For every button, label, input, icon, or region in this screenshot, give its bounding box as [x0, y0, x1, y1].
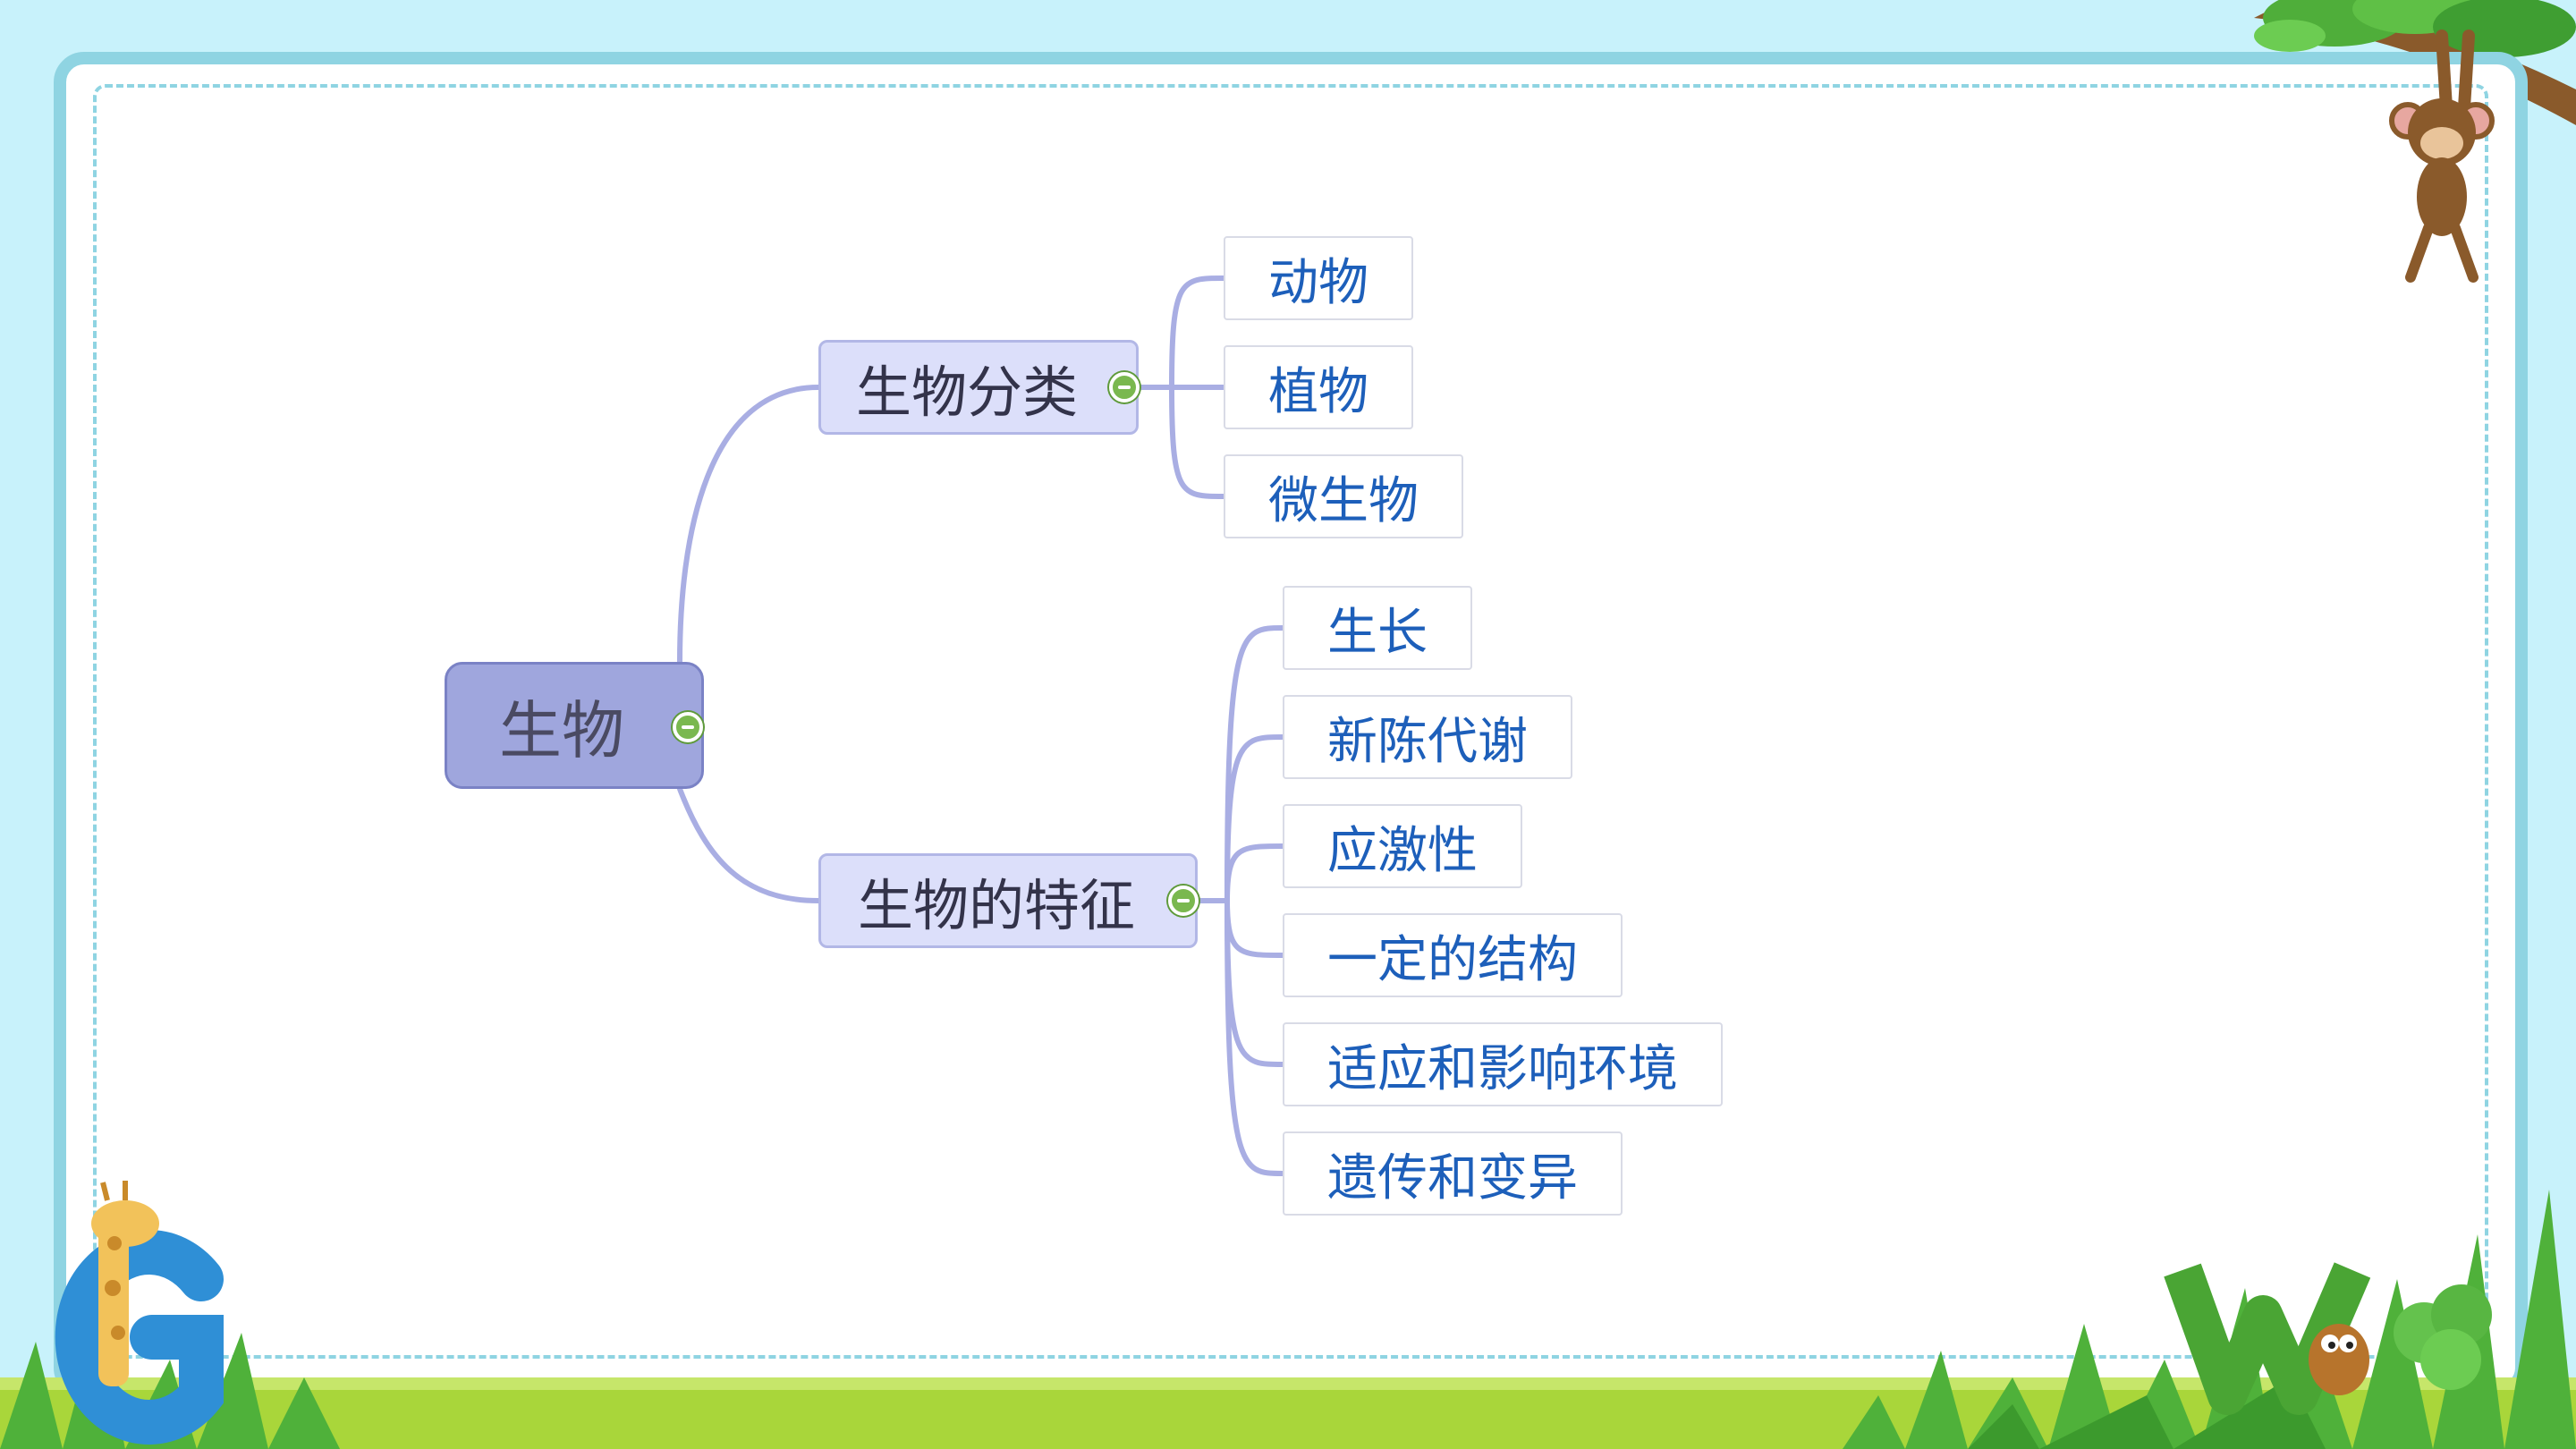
connector-branch-leaf	[1169, 385, 1226, 499]
connector-branch-leaf	[1169, 275, 1226, 390]
branch-node-classification[interactable]: 生物分类	[818, 340, 1139, 435]
branch-collapse-icon[interactable]	[1109, 372, 1140, 402]
leaf-label: 生长	[1327, 603, 1428, 662]
leaf-node[interactable]: 新陈代谢	[1283, 695, 1572, 779]
connector-branch-leaf	[1224, 734, 1285, 903]
branch-collapse-icon[interactable]	[1168, 886, 1199, 916]
leaf-node[interactable]: 应激性	[1283, 804, 1522, 888]
connector-root-branch	[677, 786, 821, 903]
leaf-label: 新陈代谢	[1327, 712, 1528, 771]
branch-node-characteristics[interactable]: 生物的特征	[818, 853, 1198, 948]
connector-branch-leaf	[1224, 843, 1285, 903]
leaf-label: 一定的结构	[1327, 930, 1578, 989]
leaf-node[interactable]: 遗传和变异	[1283, 1131, 1623, 1216]
branch-label: 生物分类	[855, 360, 1078, 425]
root-label: 生物	[499, 693, 624, 767]
dashed-border	[93, 84, 2488, 1359]
leaf-label: 植物	[1268, 362, 1368, 421]
leaf-node[interactable]: 一定的结构	[1283, 913, 1623, 997]
leaf-node[interactable]: 动物	[1224, 236, 1413, 320]
connector-branch-leaf	[1224, 898, 1285, 1176]
leaf-node[interactable]: 植物	[1224, 345, 1413, 429]
leaf-label: 遗传和变异	[1327, 1148, 1578, 1208]
leaf-label: 应激性	[1327, 821, 1478, 880]
leaf-node[interactable]: 微生物	[1224, 454, 1463, 538]
leaf-label: 动物	[1268, 253, 1368, 312]
leaf-label: 微生物	[1268, 471, 1419, 530]
branch-label: 生物的特征	[857, 873, 1135, 938]
leaf-node[interactable]: 适应和影响环境	[1283, 1022, 1723, 1106]
leaf-label: 适应和影响环境	[1327, 1039, 1678, 1098]
connector-branch-leaf	[1224, 898, 1285, 1067]
connector-branch-leaf	[1224, 898, 1285, 958]
root-node[interactable]: 生物	[445, 662, 704, 789]
root-collapse-icon[interactable]	[673, 712, 703, 742]
connector-root-branch	[677, 385, 821, 665]
leaf-node[interactable]: 生长	[1283, 586, 1472, 670]
